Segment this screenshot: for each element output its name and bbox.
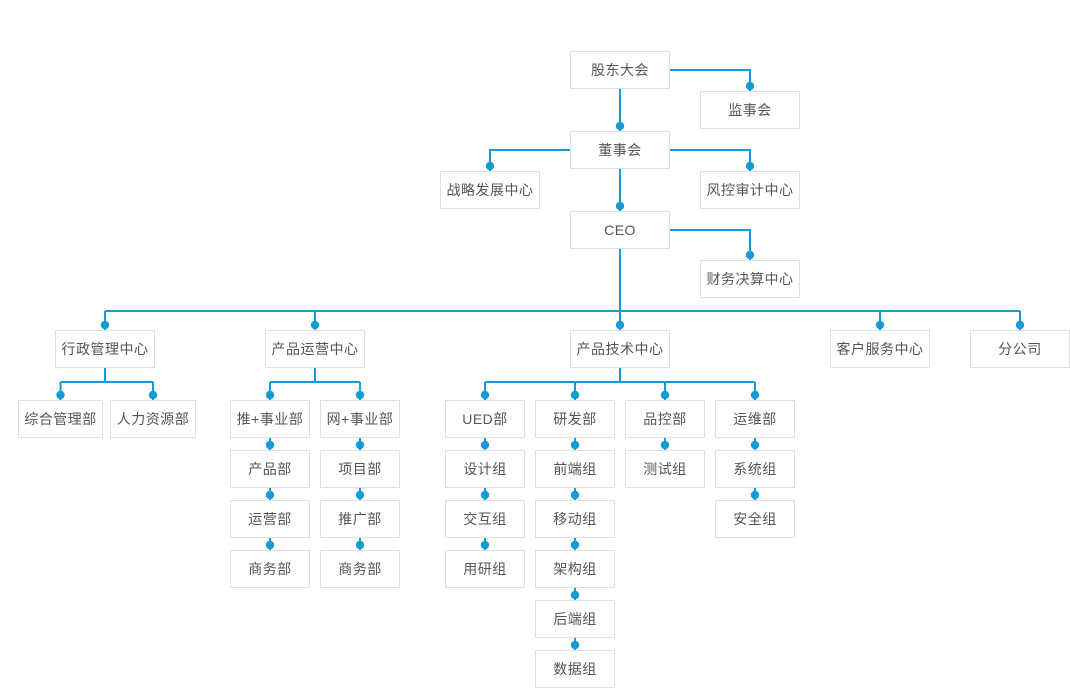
org-node-strategy-center: 战略发展中心	[440, 171, 540, 209]
org-node-hr-dept: 人力资源部	[110, 400, 196, 438]
org-node-product-ops-center: 产品运营中心	[265, 330, 365, 368]
org-node-ceo: CEO	[570, 211, 670, 249]
org-node-supervisory-board: 监事会	[700, 91, 800, 129]
connector-dot	[875, 320, 885, 330]
connector-dot	[265, 390, 275, 400]
connector-dot	[750, 390, 760, 400]
org-node-board-of-directors: 董事会	[570, 131, 670, 169]
org-node-testing-group: 测试组	[625, 450, 705, 488]
connector-dot	[100, 320, 110, 330]
connector-dot	[148, 390, 158, 400]
connector-dot	[745, 250, 755, 260]
connector-dot	[615, 121, 625, 131]
org-node-interaction-group: 交互组	[445, 500, 525, 538]
org-node-ued-dept: UED部	[445, 400, 525, 438]
connector-dot	[355, 390, 365, 400]
connector-dot	[570, 390, 580, 400]
org-node-customer-service-center: 客户服务中心	[830, 330, 930, 368]
org-node-product-tech-center: 产品技术中心	[570, 330, 670, 368]
connector-dot	[480, 490, 490, 500]
org-node-project-dept: 项目部	[320, 450, 400, 488]
connector-dot	[480, 540, 490, 550]
org-node-branch-company: 分公司	[970, 330, 1070, 368]
org-node-wang-division: 网+事业部	[320, 400, 400, 438]
connector-dot	[570, 640, 580, 650]
org-node-architecture-group: 架构组	[535, 550, 615, 588]
connector-dot	[745, 161, 755, 171]
org-node-user-research-group: 用研组	[445, 550, 525, 588]
connector-dot	[485, 161, 495, 171]
connector-line	[670, 229, 751, 260]
org-node-tui-division: 推+事业部	[230, 400, 310, 438]
connector-dot	[660, 390, 670, 400]
org-node-mobile-group: 移动组	[535, 500, 615, 538]
org-node-finance-center: 财务决算中心	[700, 260, 800, 298]
connector-dot	[265, 440, 275, 450]
connector-dot	[56, 390, 65, 400]
connector-dot	[750, 490, 760, 500]
org-node-shareholders-meeting: 股东大会	[570, 51, 670, 89]
connector-dot	[480, 390, 490, 400]
connector-dot	[660, 440, 670, 450]
connector-dot	[745, 81, 755, 91]
org-node-general-mgmt-dept: 综合管理部	[18, 400, 103, 438]
org-node-business-dept-wang: 商务部	[320, 550, 400, 588]
org-node-risk-audit-center: 风控审计中心	[700, 171, 800, 209]
org-node-promotion-dept: 推广部	[320, 500, 400, 538]
connector-dot	[570, 440, 580, 450]
org-node-backend-group: 后端组	[535, 600, 615, 638]
org-node-admin-center: 行政管理中心	[55, 330, 155, 368]
connector-dot	[570, 540, 580, 550]
connector-dot	[265, 490, 275, 500]
connector-dot	[265, 540, 275, 550]
org-node-operation-dept: 运营部	[230, 500, 310, 538]
org-node-data-group: 数据组	[535, 650, 615, 688]
connector-dot	[615, 201, 625, 211]
connector-dot	[355, 490, 365, 500]
org-node-qc-dept: 品控部	[625, 400, 705, 438]
org-node-system-group: 系统组	[715, 450, 795, 488]
connector-dot	[480, 440, 490, 450]
connector-dot	[570, 590, 580, 600]
connector-dot	[1015, 320, 1025, 330]
connector-dot	[355, 440, 365, 450]
connector-dot	[615, 320, 625, 330]
org-node-security-group: 安全组	[715, 500, 795, 538]
connector-dot	[310, 320, 320, 330]
org-node-product-dept: 产品部	[230, 450, 310, 488]
org-node-frontend-group: 前端组	[535, 450, 615, 488]
org-node-rd-dept: 研发部	[535, 400, 615, 438]
connector-dot	[355, 540, 365, 550]
org-node-design-group: 设计组	[445, 450, 525, 488]
org-node-ops-maintenance-dept: 运维部	[715, 400, 795, 438]
org-node-business-dept-tui: 商务部	[230, 550, 310, 588]
connector-dot	[570, 490, 580, 500]
connector-dot	[750, 440, 760, 450]
